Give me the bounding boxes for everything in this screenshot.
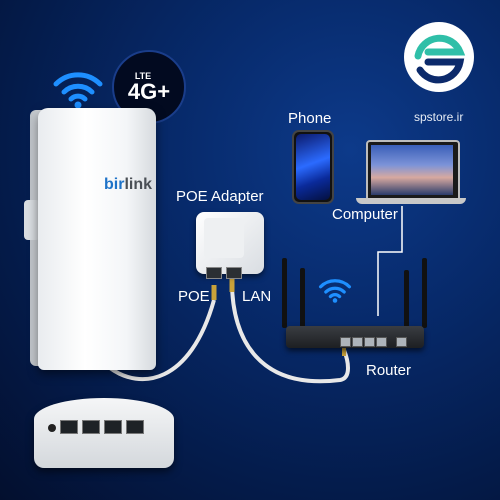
router-antenna bbox=[404, 270, 409, 328]
bottom-port bbox=[82, 420, 100, 434]
computer-label: Computer bbox=[332, 206, 398, 223]
poe-adapter-plug bbox=[204, 218, 244, 258]
bottom-port bbox=[126, 420, 144, 434]
laptop-base bbox=[356, 198, 466, 204]
lan-cable bbox=[230, 281, 350, 384]
poe-cable bbox=[108, 299, 216, 382]
router-port bbox=[364, 337, 375, 347]
router-antenna bbox=[282, 258, 287, 328]
router-antenna bbox=[300, 268, 305, 328]
outdoor-cpe-device bbox=[38, 108, 156, 370]
brand-logo: birlink bbox=[104, 176, 153, 193]
router-port bbox=[376, 337, 387, 347]
phone-label: Phone bbox=[288, 110, 332, 127]
wifi-icon bbox=[53, 72, 103, 109]
network-label: 4G+ bbox=[127, 79, 171, 104]
router-label: Router bbox=[366, 362, 412, 379]
lan-label: LAN bbox=[242, 288, 272, 305]
bottom-port bbox=[104, 420, 122, 434]
cpe-mount-bracket bbox=[24, 200, 40, 240]
computer-link-line bbox=[377, 206, 403, 316]
poe-label: POE bbox=[178, 288, 210, 305]
router-antenna bbox=[422, 258, 427, 328]
logo-text: spstore.ir bbox=[414, 110, 464, 124]
phone-screen bbox=[296, 134, 330, 200]
poe-port bbox=[206, 267, 222, 279]
bottom-port bbox=[60, 420, 78, 434]
router-port bbox=[396, 337, 407, 347]
poe-adapter-label: POE Adapter bbox=[176, 188, 264, 205]
power-jack bbox=[48, 424, 56, 432]
router-port bbox=[340, 337, 351, 347]
lan-port bbox=[226, 267, 242, 279]
lte-label: LTE bbox=[134, 71, 152, 81]
router-port bbox=[352, 337, 363, 347]
logo-mark-icon bbox=[414, 34, 466, 84]
laptop-display bbox=[371, 145, 453, 195]
router-wifi-icon bbox=[318, 279, 352, 303]
